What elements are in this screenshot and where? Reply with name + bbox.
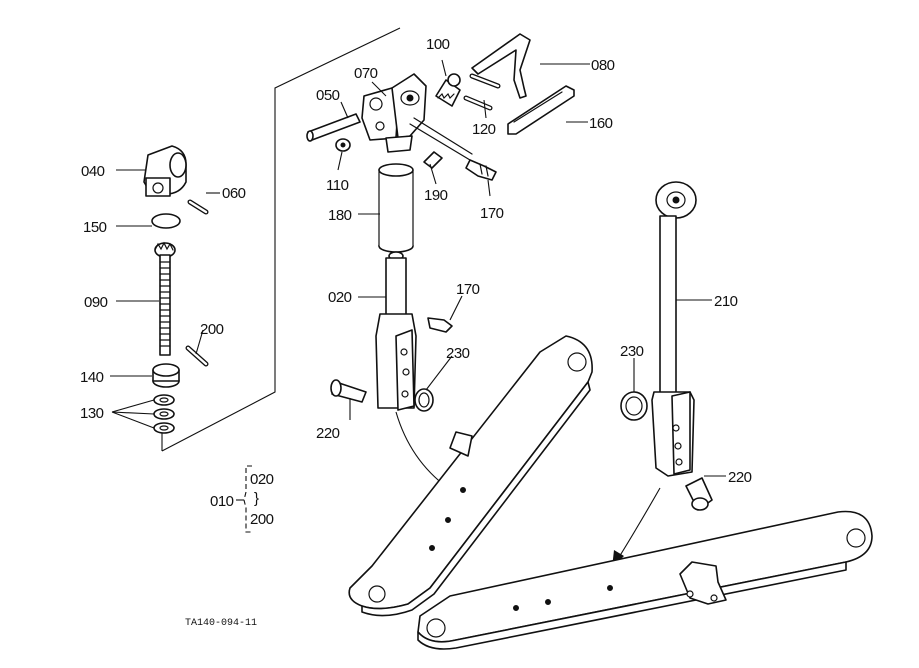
range-separator: } — [254, 490, 259, 507]
pin-part-050 — [306, 113, 361, 142]
pins-part-120 — [463, 73, 501, 111]
upper-clevis-part-040 — [143, 145, 187, 197]
label-230a: 230 — [446, 345, 470, 362]
label-220b: 220 — [728, 469, 752, 486]
pin-part-200 — [185, 345, 209, 367]
label-080: 080 — [591, 57, 615, 74]
label-010: 010 — [210, 493, 234, 510]
label-150: 150 — [83, 219, 107, 236]
lower-link-right — [417, 510, 873, 650]
label-100: 100 — [426, 36, 450, 53]
label-230b: 230 — [620, 343, 644, 360]
sleeve-part-180 — [378, 163, 414, 253]
swivel-bracket-part-070 — [361, 73, 427, 153]
right-leaders — [633, 299, 726, 477]
left-leaders — [110, 169, 220, 429]
lever-part-080 — [471, 33, 531, 99]
label-040: 040 — [81, 163, 105, 180]
nut-part-140 — [152, 363, 180, 388]
adjusting-screw-part-090 — [154, 241, 176, 356]
label-210: 210 — [714, 293, 738, 310]
label-130: 130 — [80, 405, 104, 422]
knob-part-100 — [435, 73, 461, 107]
label-090: 090 — [84, 294, 108, 311]
drawing-code: TA140-094-11 — [185, 618, 257, 629]
label-180: 180 — [328, 207, 352, 224]
label-120: 120 — [472, 121, 496, 138]
pin-part-220a — [330, 379, 367, 403]
spring-clip-part-160 — [507, 85, 575, 135]
label-190: 190 — [424, 187, 448, 204]
label-220a: 220 — [316, 425, 340, 442]
lift-rod-part-210 — [651, 181, 697, 477]
center-leaders — [337, 59, 590, 420]
snap-ring-part-230b — [620, 391, 648, 421]
label-110: 110 — [326, 177, 349, 194]
label-170b: 170 — [456, 281, 480, 298]
pin-part-220b — [685, 477, 713, 511]
pin-part-060 — [187, 199, 209, 215]
assembly-bracket — [236, 465, 252, 533]
label-020b: 020 — [250, 471, 274, 488]
label-160: 160 — [589, 115, 613, 132]
label-070: 070 — [354, 65, 378, 82]
label-200a: 200 — [200, 321, 224, 338]
label-200b: 200 — [250, 511, 274, 528]
grease-nipple-part-170a — [465, 159, 497, 181]
lower-link-left — [348, 335, 593, 617]
label-170a: 170 — [480, 205, 504, 222]
label-050: 050 — [316, 87, 340, 104]
label-060: 060 — [222, 185, 246, 202]
group-outline — [161, 27, 401, 452]
part-labels: 040 060 150 090 200 140 130 050 070 100 … — [80, 36, 752, 528]
snap-ring-part-230a — [414, 388, 434, 412]
label-020: 020 — [328, 289, 352, 306]
washers-part-130 — [153, 394, 175, 434]
washer-part-150 — [151, 213, 181, 229]
lift-rod-part-020 — [375, 251, 417, 411]
grease-nipple-part-170b — [427, 317, 453, 333]
rod-part-190 — [409, 117, 473, 169]
washer-part-110 — [335, 138, 351, 152]
label-140: 140 — [80, 369, 104, 386]
